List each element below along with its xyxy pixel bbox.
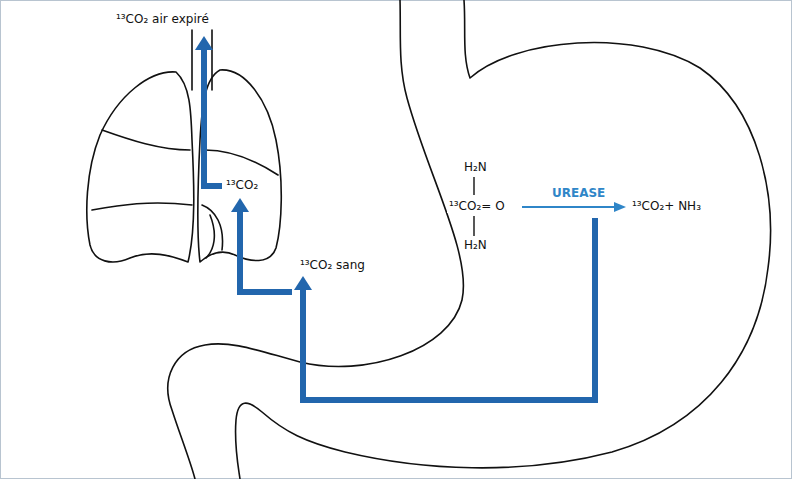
lung-co2-label: ¹³CO₂ — [224, 178, 260, 192]
product-label: ¹³CO₂+ NH₃ — [630, 199, 703, 213]
reaction-arrow — [522, 202, 626, 212]
arrowhead — [231, 198, 249, 212]
enzyme-label: UREASE — [550, 186, 607, 200]
right-lung-fissure — [205, 150, 278, 175]
amine-group: H₂N — [462, 238, 489, 252]
left-lung-fissure — [92, 130, 192, 210]
blood-co2-label: ¹³CO₂ sang — [298, 258, 367, 272]
stomach-outline — [235, 0, 770, 479]
heart-notch — [202, 205, 223, 258]
co2-path-arrow — [204, 48, 222, 186]
co2-path-arrow — [240, 210, 292, 292]
amine-group: H₂N — [462, 160, 489, 174]
co2-path-arrow — [303, 218, 595, 400]
exhaled-air-label: ¹³CO₂ air expiré — [114, 12, 211, 26]
arrowhead — [294, 276, 312, 290]
arrowhead — [195, 36, 213, 50]
bond-line — [473, 216, 474, 236]
bond-line — [473, 177, 474, 195]
stomach-inner-outline — [168, 0, 464, 479]
carbonyl-group: ¹³CO₂= O — [447, 199, 507, 213]
left-lung — [87, 72, 194, 262]
